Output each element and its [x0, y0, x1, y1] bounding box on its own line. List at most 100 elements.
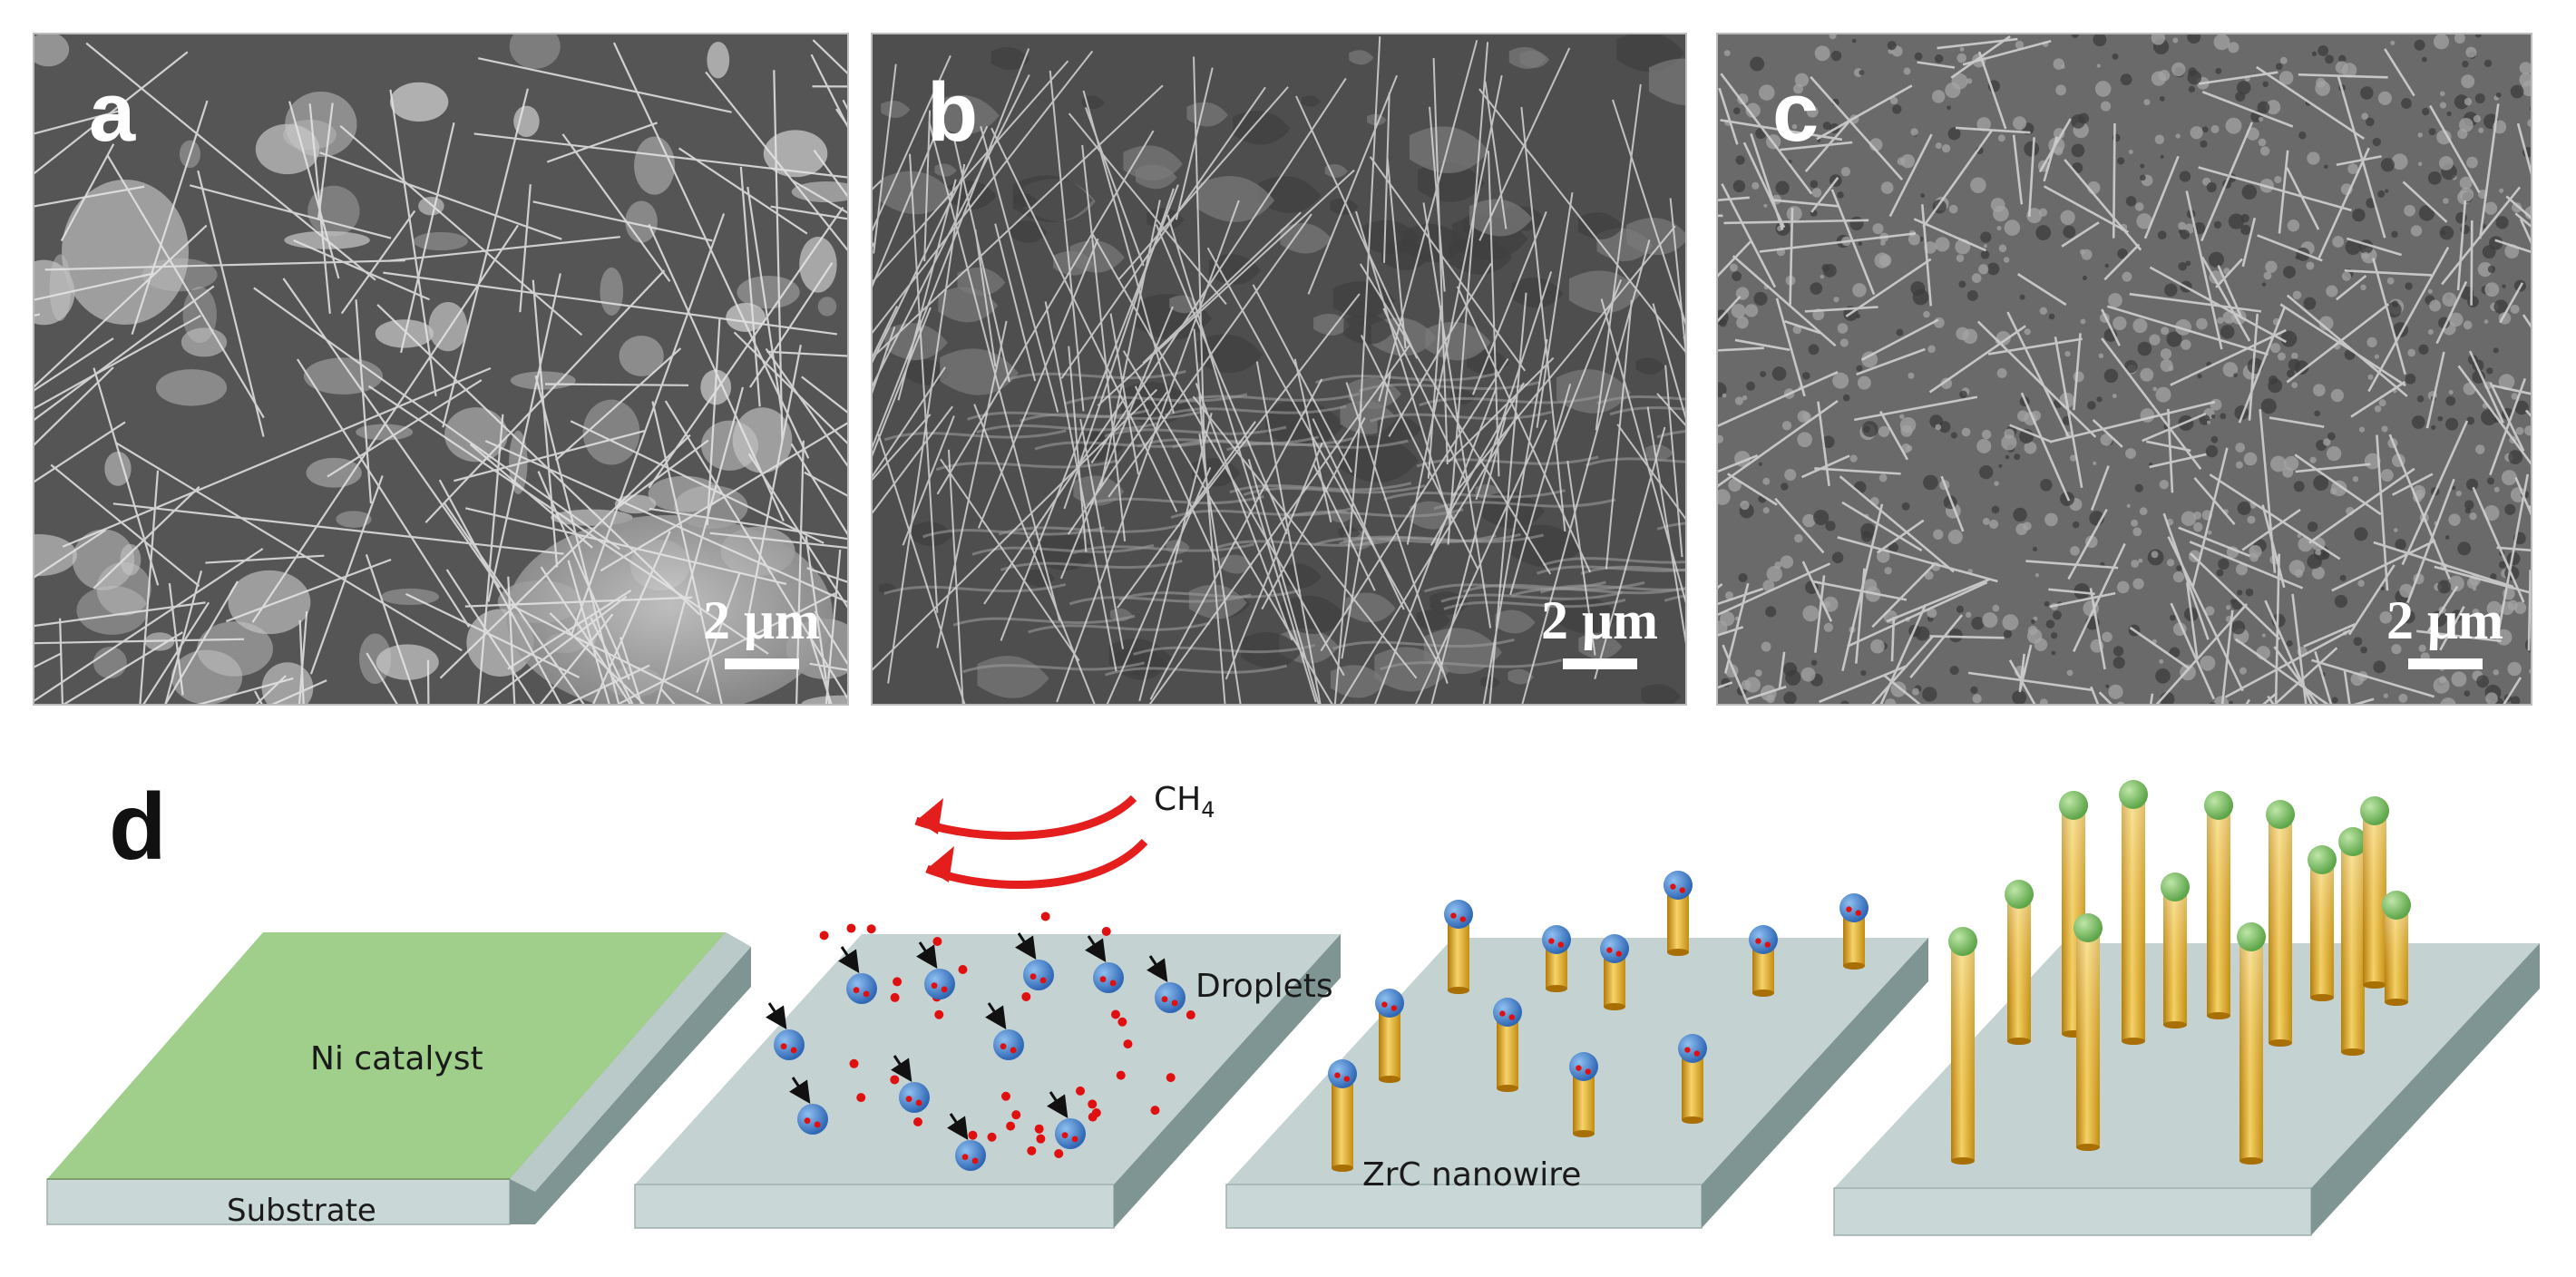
ni-atom [1764, 941, 1771, 948]
ni-atom [905, 1096, 912, 1103]
ni-atom [1110, 1009, 1120, 1019]
ni-atom [1576, 1065, 1582, 1071]
sem-texture-b [873, 34, 1685, 704]
ni-atom [866, 924, 876, 934]
ni-atom [1684, 1047, 1691, 1053]
ni-atom [968, 1130, 978, 1140]
ni-atom [1508, 1014, 1516, 1020]
droplet [1055, 1118, 1086, 1149]
ni-atom [1846, 906, 1852, 912]
sem-image-c: c 2 μm [1716, 33, 2532, 706]
catalyst-tip [2360, 796, 2389, 825]
ni-atom [1606, 947, 1613, 953]
catalyst-tip [2073, 913, 2103, 942]
growth-schematic [46, 780, 2540, 1236]
zrc-nanowire-label: ZrC nanowire [1362, 1156, 1582, 1194]
ni-atom [790, 1047, 797, 1054]
ni-atom [934, 1009, 944, 1019]
ni-atom [1161, 996, 1168, 1003]
ni-atom [1088, 1099, 1098, 1109]
slab4-front [1833, 1187, 2312, 1236]
ni-atom [1390, 1005, 1398, 1011]
droplet [1493, 998, 1522, 1027]
droplet [1023, 960, 1054, 990]
ni-atom [1109, 980, 1117, 987]
sem-texture-c [1718, 34, 2531, 704]
deposition-arrow [789, 1077, 811, 1104]
nanowire-rod-group [1948, 780, 2411, 1165]
ni-atom [1006, 1121, 1016, 1131]
ni-atom [1150, 1106, 1160, 1116]
ni-atom [1615, 950, 1623, 957]
catalyst-tip [2005, 880, 2034, 909]
ni-atom [849, 1058, 859, 1068]
scale-bar-b: 2 μm [1541, 593, 1658, 669]
ni-atom [961, 1154, 969, 1161]
ni-atom [1381, 1001, 1388, 1008]
ni-atom [1040, 911, 1050, 921]
ni-atom [1054, 1148, 1064, 1158]
scale-bar-c: 2 μm [2386, 593, 2503, 669]
droplet [899, 1082, 930, 1113]
sem-image-a: a 2 μm [33, 33, 849, 706]
droplet [993, 1029, 1024, 1060]
droplets-label: Droplets [1195, 968, 1333, 1005]
deposition-arrow [1085, 935, 1107, 962]
droplet [1328, 1059, 1357, 1088]
ni-atom [1548, 938, 1555, 944]
substrate-label: Substrate [227, 1193, 376, 1229]
nanowire-stub [1332, 1077, 1353, 1168]
ni-atom [1186, 1010, 1195, 1020]
ni-atom [958, 964, 968, 974]
droplet [846, 973, 877, 1004]
ni-atom [1855, 910, 1861, 916]
ni-atom [890, 992, 900, 1002]
ni-atom [1116, 1070, 1126, 1080]
deposition-arrow [1015, 932, 1037, 960]
catalyst-tip [2119, 780, 2148, 809]
scale-label-a: 2 μm [703, 590, 820, 650]
ni-atom [915, 1099, 922, 1106]
deposition-arrow [1047, 1091, 1068, 1118]
scale-line-a [724, 658, 799, 669]
ni-atom [1171, 999, 1178, 1007]
droplet [797, 1104, 828, 1135]
ni-atom [1117, 1017, 1127, 1027]
ni-atom [856, 1093, 866, 1103]
deposition-arrow [891, 1055, 912, 1082]
scale-line-b [1562, 658, 1637, 669]
ni-atom [814, 1121, 821, 1128]
ni-atom [1076, 1086, 1086, 1096]
ni-atom [863, 990, 870, 998]
sem-texture-a [34, 34, 847, 704]
ni-atom [1499, 1010, 1506, 1017]
ni-atom [1755, 938, 1761, 944]
scale-bar-a: 2 μm [703, 593, 820, 669]
ni-atom [931, 982, 938, 989]
ni-atom [1036, 1134, 1046, 1144]
ni-atom [846, 923, 856, 933]
deposition-arrow [985, 1002, 1007, 1029]
deposition-arrow [838, 946, 860, 973]
ni-atom [1071, 1136, 1078, 1143]
ni-atom [1027, 1145, 1037, 1155]
ni-atom [1061, 1132, 1068, 1139]
ni-atom [932, 936, 942, 946]
droplet [1093, 962, 1124, 993]
ni-atom [971, 1157, 979, 1165]
droplet [1155, 982, 1186, 1013]
droplet-group [766, 911, 1195, 1171]
ch4-label: CH4 [1154, 784, 1215, 822]
catalyst-tip [2308, 845, 2337, 874]
ni-atom [1034, 1124, 1044, 1134]
ni-atom [1679, 887, 1686, 893]
ni-atom [1000, 1043, 1007, 1050]
catalyst-tip [2204, 791, 2233, 820]
ni-atom [912, 1117, 922, 1127]
catalyst-tip [2382, 891, 2411, 920]
sem-image-b: b 2 μm [871, 33, 1687, 706]
nanowire-stub [1379, 1007, 1400, 1079]
ni-atom [1123, 1039, 1133, 1049]
ni-atom [1343, 1076, 1351, 1082]
slab2-front [634, 1184, 1115, 1229]
